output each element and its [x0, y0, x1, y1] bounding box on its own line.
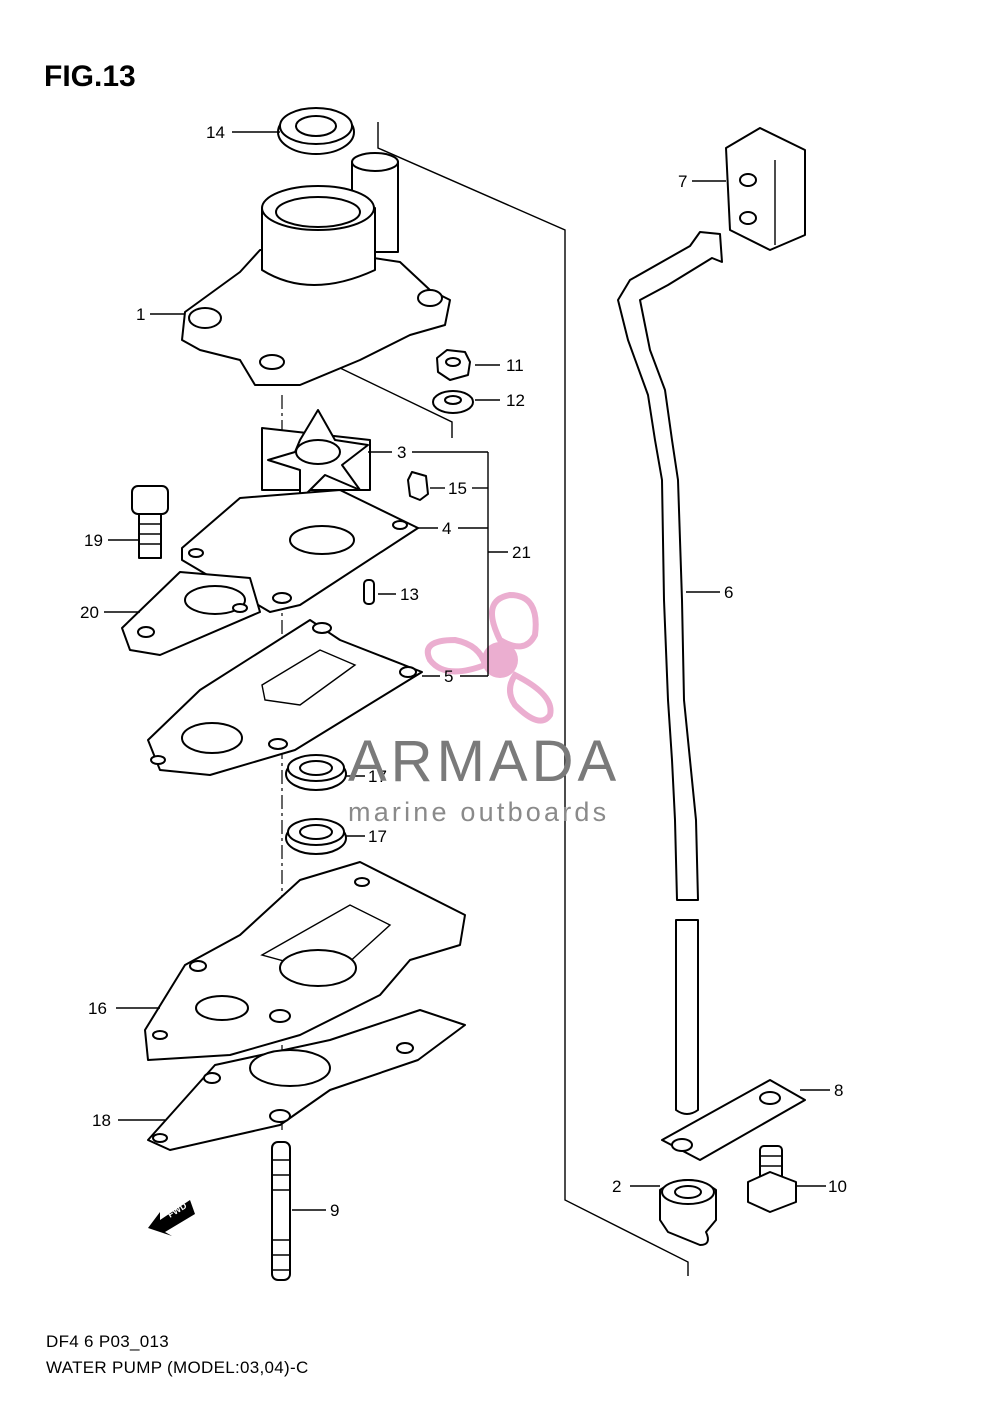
callout-7: 7	[678, 172, 687, 191]
callout-3: 3	[397, 443, 406, 462]
part-6-water-tube	[617, 231, 723, 1115]
callout-20: 20	[80, 603, 99, 622]
callout-19: 19	[84, 531, 103, 550]
part-19-bolt	[131, 485, 169, 559]
figure-title: FIG.13	[44, 60, 136, 93]
callout-5: 5	[444, 667, 453, 686]
part-17-oil-seal-lower	[285, 818, 347, 855]
part-5-gasket	[147, 619, 423, 776]
part-20-gasket	[121, 571, 261, 656]
figure-code: DF4 6 P03_013	[46, 1332, 169, 1351]
propeller-logo-icon	[424, 591, 554, 724]
callout-8: 8	[834, 1081, 843, 1100]
callout-17-upper: 17	[368, 767, 387, 786]
watermark-brand: ARMADA	[348, 729, 621, 794]
part-9-stud-bolt	[271, 1141, 291, 1281]
callout-6: 6	[724, 583, 733, 602]
part-16-pump-case-lower	[144, 861, 466, 1061]
leader-lines	[104, 131, 830, 1211]
part-17-oil-seal-upper	[285, 754, 347, 791]
part-15-key	[407, 471, 429, 501]
part-3-impeller	[261, 409, 371, 501]
callout-21: 21	[512, 543, 531, 562]
callout-10: 10	[828, 1177, 847, 1196]
fwd-arrow-icon: FWD	[148, 1200, 195, 1236]
callout-13: 13	[400, 585, 419, 604]
callout-18: 18	[92, 1111, 111, 1130]
callout-16: 16	[88, 999, 107, 1018]
figure-caption: WATER PUMP (MODEL:03,04)-C	[46, 1358, 309, 1377]
part-10-bolt	[747, 1145, 797, 1213]
part-12-washer	[432, 390, 474, 414]
watermark-tagline: marine outboards	[348, 797, 610, 827]
callout-17-lower: 17	[368, 827, 387, 846]
callout-11: 11	[506, 356, 524, 375]
part-1-pump-case	[181, 152, 451, 386]
part-2-grommet	[659, 1179, 717, 1246]
callout-9: 9	[330, 1201, 339, 1220]
callout-2: 2	[612, 1177, 621, 1196]
part-14-bearing	[277, 107, 355, 155]
callout-15: 15	[448, 479, 467, 498]
callout-14: 14	[206, 123, 225, 142]
part-8-bracket	[661, 1079, 806, 1161]
callout-1: 1	[136, 305, 145, 324]
part-18-gasket-lower	[147, 1009, 466, 1151]
part-11-nut	[436, 349, 471, 381]
assembly-bracket-line	[377, 122, 689, 1276]
part-13-pin	[363, 579, 375, 605]
callout-12: 12	[506, 391, 525, 410]
callout-4: 4	[442, 519, 451, 538]
part-7-grommet	[725, 127, 806, 251]
